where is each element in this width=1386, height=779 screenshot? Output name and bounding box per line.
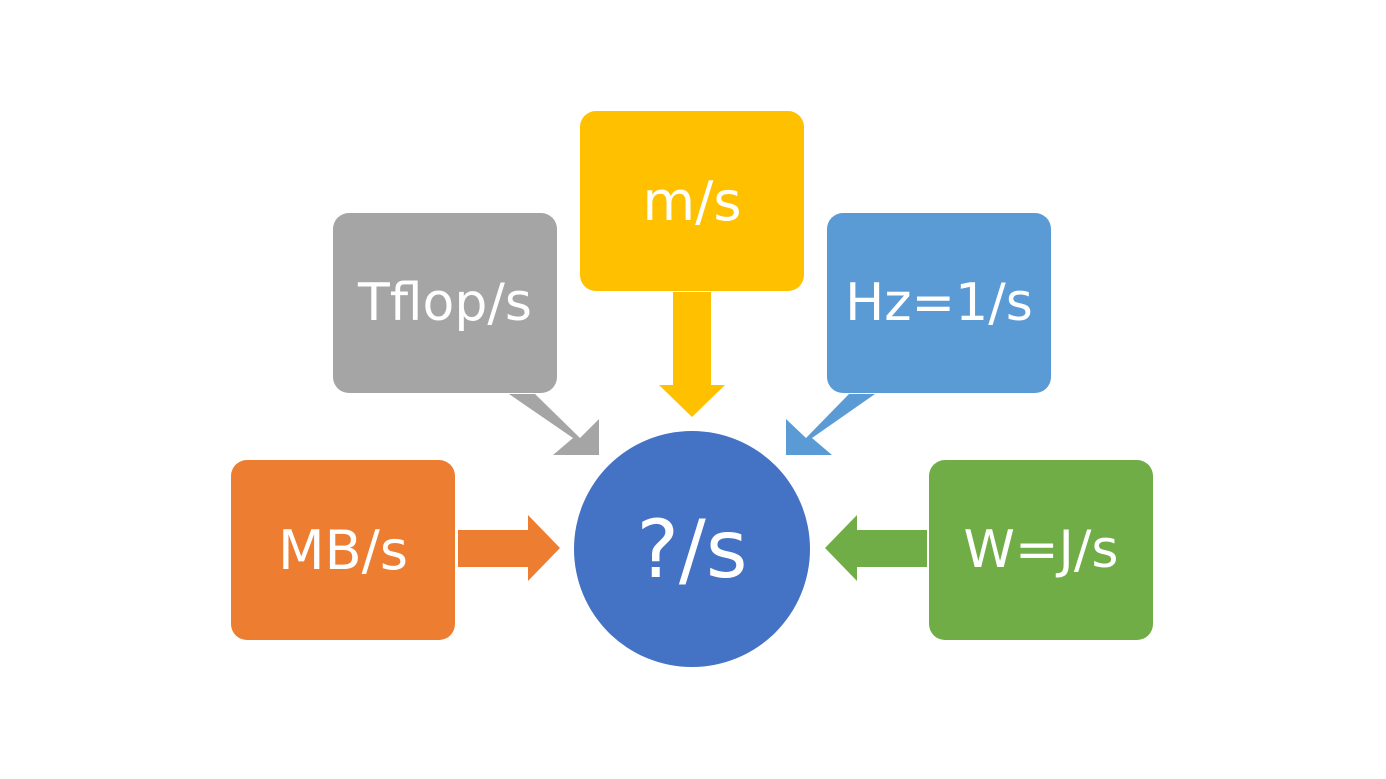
node-tflop: Tflop/s xyxy=(333,213,557,393)
node-ms-label: m/s xyxy=(642,169,742,233)
center-node-label: ?/s xyxy=(636,502,748,596)
center-node: ?/s xyxy=(574,431,810,667)
node-ms: m/s xyxy=(580,111,804,291)
node-mbs-label: MB/s xyxy=(278,518,408,582)
arrow-tflop xyxy=(509,394,599,455)
node-w-label: W=J/s xyxy=(963,520,1119,580)
node-mbs: MB/s xyxy=(231,460,455,640)
node-w: W=J/s xyxy=(929,460,1153,640)
node-tflop-label: Tflop/s xyxy=(358,273,532,333)
arrow-hz xyxy=(786,394,875,455)
arrow-w xyxy=(825,515,927,581)
node-hz-label: Hz=1/s xyxy=(845,273,1033,333)
node-hz: Hz=1/s xyxy=(827,213,1051,393)
arrow-mbs xyxy=(458,515,560,581)
arrow-ms xyxy=(659,292,725,417)
